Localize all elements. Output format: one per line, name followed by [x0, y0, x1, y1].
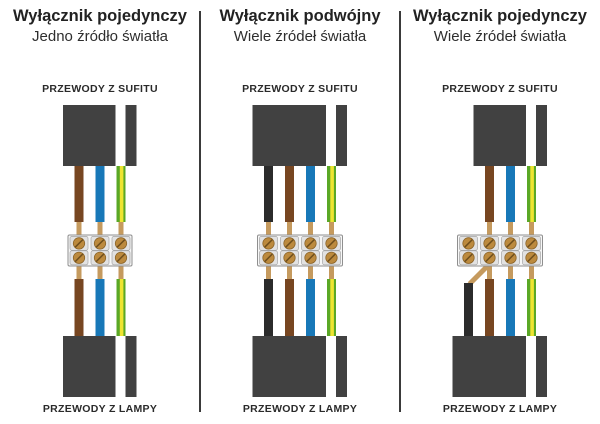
screw-slot [264, 239, 273, 248]
ceiling-wires-label: PRZEWODY Z SUFITU [242, 83, 358, 95]
panel-title: Wyłącznik podwójny [219, 7, 381, 25]
copper-tip [97, 221, 103, 236]
panel-title: Wyłącznik pojedynczy [13, 7, 187, 25]
wire-blue-ceiling [506, 166, 515, 222]
copper-tip [118, 221, 124, 236]
wire-green_yellow-ceiling [527, 166, 536, 222]
wiring-diagram [252, 105, 347, 397]
panel-subtitle: Jedno źródło światła [32, 28, 168, 45]
copper-tip [529, 265, 534, 280]
copper-tip [487, 221, 492, 236]
terminal-block [257, 234, 343, 267]
wire-brown-ceiling [285, 166, 294, 222]
lamp-cable-block [452, 336, 547, 397]
screw-slot [464, 253, 473, 263]
screw-slot [485, 239, 494, 248]
wire-brown-ceiling [485, 166, 494, 222]
screw-slot [306, 253, 315, 263]
screw-slot [506, 239, 515, 248]
wire-blue-ceiling [95, 166, 105, 222]
panel-divider [399, 11, 401, 412]
wire-blue-lamp [95, 279, 105, 336]
copper-tip [308, 221, 313, 236]
lamp-cable-block [63, 336, 137, 397]
copper-tip [97, 265, 103, 280]
panel-title: Wyłącznik pojedynczy [413, 7, 587, 25]
screw-slot [327, 239, 336, 248]
diagram-panel: Wyłącznik podwójny Wiele źródeł światła … [200, 0, 400, 424]
copper-tip [287, 221, 292, 236]
copper-tip [266, 265, 271, 280]
screw-slot [285, 239, 294, 248]
lamp-wires-label: PRZEWODY Z LAMPY [442, 403, 558, 415]
screw-slot [485, 253, 494, 263]
diagram-panel: Wyłącznik pojedynczy Wiele źródeł światł… [400, 0, 600, 424]
copper-tip [76, 265, 82, 280]
ceiling-cable-block [473, 105, 547, 166]
screw-slot [95, 253, 105, 263]
wire-blue-ceiling [306, 166, 315, 222]
terminal-block [457, 234, 543, 267]
lamp-wires-label: PRZEWODY Z LAMPY [242, 403, 358, 415]
cable-sheath-strip [125, 336, 137, 397]
cable-sheath-strip [336, 105, 347, 166]
cable-sheath-strip [536, 336, 547, 397]
ceiling-cable-block [252, 105, 347, 166]
screw-slot [527, 239, 536, 248]
wiring-diagram [452, 105, 547, 397]
wire-black-ceiling [264, 166, 273, 222]
wiring-diagram [63, 105, 137, 397]
wire-brown-lamp [285, 279, 294, 336]
screw-slot [527, 253, 536, 263]
copper-tip [287, 265, 292, 280]
copper-tip [508, 221, 513, 236]
wire-green_yellow-ceiling [327, 166, 336, 222]
panel-divider [199, 11, 201, 412]
screw-slot [285, 253, 294, 263]
cable-sheath-strip [336, 336, 347, 397]
screw-slot [116, 239, 126, 248]
copper-tip [118, 265, 124, 280]
screw-slot [264, 253, 273, 263]
terminal-block [67, 234, 133, 267]
wire-brown-lamp [74, 279, 84, 336]
panel-subtitle: Wiele źródeł światła [233, 28, 367, 45]
wire-black-lamp [264, 279, 273, 336]
wire-green_yellow-ceiling [116, 166, 126, 222]
wire-blue-lamp [306, 279, 315, 336]
diagram-panel: Wyłącznik pojedynczy Jedno źródło światł… [0, 0, 200, 424]
wire-black-lamp [464, 283, 473, 336]
wire-green_yellow-lamp [527, 279, 536, 336]
screw-slot [116, 253, 126, 263]
screw-slot [327, 253, 336, 263]
copper-tip [329, 221, 334, 236]
wire-blue-lamp [506, 279, 515, 336]
copper-tip [266, 221, 271, 236]
copper-tip [529, 221, 534, 236]
wire-green_yellow-lamp [116, 279, 126, 336]
screw-slot [74, 253, 84, 263]
screw-slot [506, 253, 515, 263]
copper-tip [508, 265, 513, 280]
ceiling-cable-block [63, 105, 137, 166]
wire-brown-ceiling [74, 166, 84, 222]
lamp-cable-block [252, 336, 347, 397]
screw-slot [464, 239, 473, 248]
screw-slot [306, 239, 315, 248]
cable-sheath-strip [536, 105, 547, 166]
copper-tip [329, 265, 334, 280]
copper-tip [308, 265, 313, 280]
ceiling-wires-label: PRZEWODY Z SUFITU [42, 83, 158, 95]
panel-subtitle: Wiele źródeł światła [433, 28, 567, 45]
wire-brown-lamp [485, 279, 494, 336]
wire-green_yellow-lamp [327, 279, 336, 336]
copper-jumper [467, 264, 490, 286]
screw-slot [74, 239, 84, 248]
screw-slot [95, 239, 105, 248]
cable-sheath-strip [125, 105, 137, 166]
lamp-wires-label: PRZEWODY Z LAMPY [42, 403, 158, 415]
ceiling-wires-label: PRZEWODY Z SUFITU [442, 83, 558, 95]
copper-tip [487, 265, 492, 280]
copper-tip [76, 221, 82, 236]
